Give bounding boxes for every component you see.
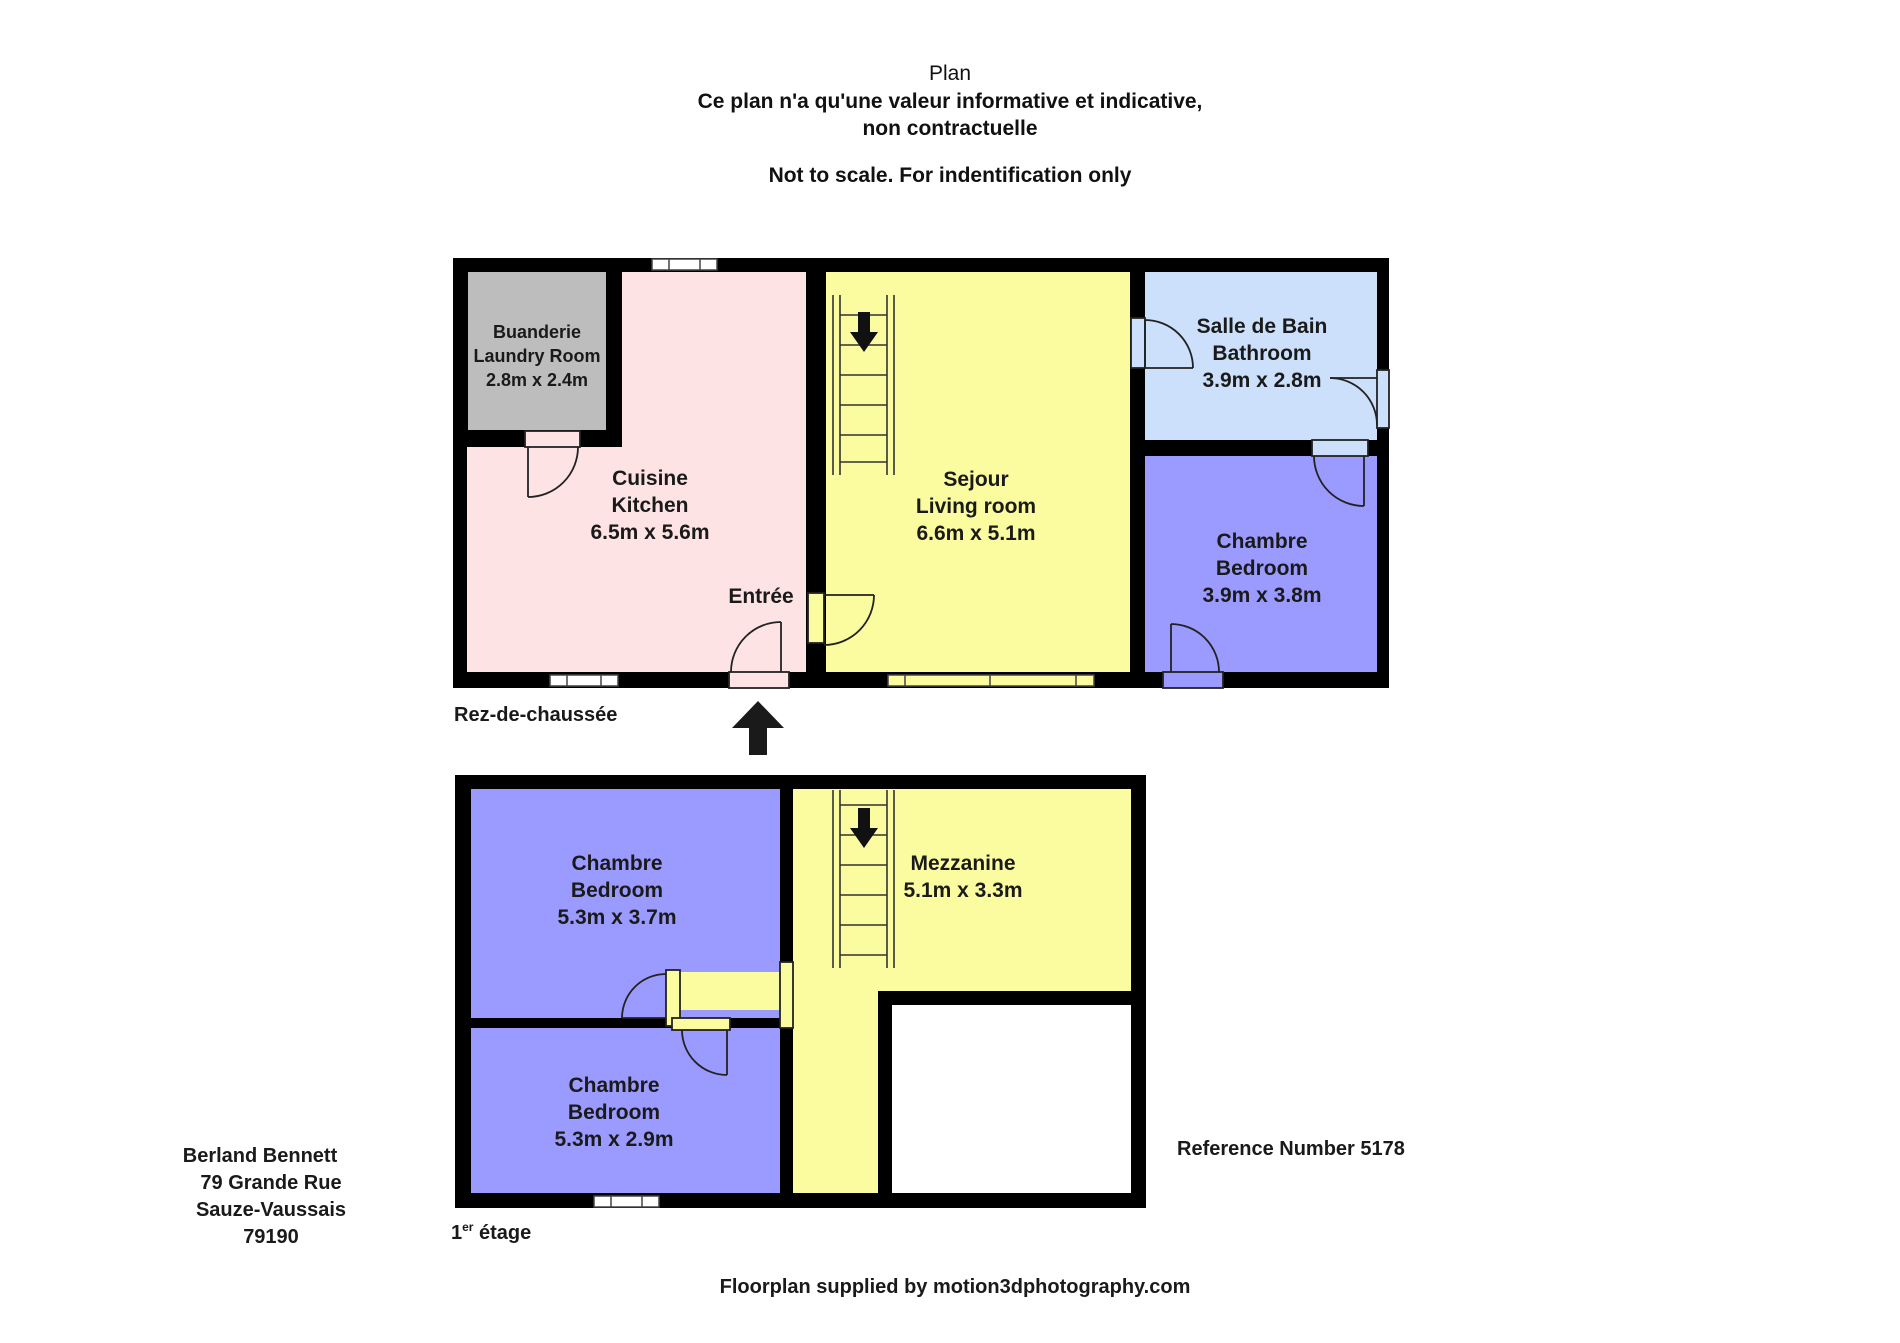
door-swing-icon (671, 1017, 731, 1076)
door-swing-icon (1311, 439, 1369, 507)
ground-floor-label: Rez-de-chaussée (454, 704, 617, 726)
disclaimer-fr-line-1: Ce plan n'a qu'une valeur informative et… (697, 90, 1203, 113)
ground-floor: Buanderie Laundry Room 2.8m x 2.4m Cuisi… (453, 258, 1390, 726)
door-swing-icon (524, 430, 581, 498)
room-bedroom-2 (471, 1028, 780, 1193)
plan-title: Plan (928, 62, 972, 85)
bedroom-ground-name-en: Bedroom (1216, 557, 1308, 580)
mezzanine-size: 5.1m x 3.3m (903, 879, 1022, 902)
agency-postcode: 79190 (243, 1226, 299, 1248)
door-swing-icon (1130, 317, 1194, 369)
stair-down-arrow-icon (850, 312, 878, 352)
bedroom-1-name-fr: Chambre (571, 852, 662, 875)
disclaimer-fr-line-2: non contractuelle (862, 117, 1038, 140)
laundry-name-fr: Buanderie (493, 322, 581, 342)
living-name-en: Living room (916, 495, 1036, 518)
staircase-icon (832, 790, 895, 968)
bedroom-ground-size: 3.9m x 3.8m (1202, 584, 1321, 607)
door-swing-icon (728, 621, 790, 689)
room-kitchen (467, 272, 806, 672)
kitchen-size: 6.5m x 5.6m (590, 521, 709, 544)
bedroom-2-name-en: Bedroom (568, 1101, 660, 1124)
window-icon (887, 674, 1095, 687)
footer-credit: Floorplan supplied by motion3dphotograph… (720, 1276, 1191, 1298)
disclaimer-en: Not to scale. For indentification only (768, 164, 1132, 187)
room-mezzanine (680, 789, 1131, 1193)
door-swing-icon (621, 969, 681, 1027)
entrance-arrow-icon (732, 701, 784, 755)
agency-town: Sauze-Vaussais (196, 1199, 346, 1221)
room-bathroom (1145, 272, 1377, 440)
laundry-name-en: Laundry Room (473, 346, 600, 366)
bathroom-name-fr: Salle de Bain (1197, 315, 1328, 338)
first-floor: Chambre Bedroom 5.3m x 3.7m Chambre Bedr… (451, 775, 1146, 1244)
door-swing-icon (807, 592, 875, 646)
bathroom-name-en: Bathroom (1212, 342, 1311, 365)
bedroom-2-size: 5.3m x 2.9m (554, 1128, 673, 1151)
mezzanine-name-fr: Mezzanine (910, 852, 1015, 875)
bathroom-size: 3.9m x 2.8m (1202, 369, 1321, 392)
kitchen-name-fr: Cuisine (612, 467, 688, 490)
kitchen-name-en: Kitchen (611, 494, 688, 517)
room-living (826, 272, 1130, 672)
window-icon (651, 258, 718, 271)
void-area (892, 1005, 1131, 1193)
agency-address: Berland Bennett 79 Grande Rue Sauze-Vaus… (183, 1145, 346, 1248)
agency-name: Berland Bennett (183, 1145, 338, 1167)
bedroom-2-name-fr: Chambre (568, 1074, 659, 1097)
entry-name-fr: Entrée (728, 585, 793, 608)
door-swing-icon (1329, 369, 1390, 429)
bedroom-1-size: 5.3m x 3.7m (557, 906, 676, 929)
room-bedroom-ground (1145, 456, 1377, 672)
living-name-fr: Sejour (943, 468, 1008, 491)
first-floor-label: 1er étage (451, 1220, 531, 1244)
agency-street: 79 Grande Rue (200, 1172, 341, 1194)
stair-down-arrow-icon (850, 808, 878, 848)
window-icon (593, 1195, 660, 1208)
living-size: 6.6m x 5.1m (916, 522, 1035, 545)
window-icon (549, 674, 619, 687)
bedroom-1-name-en: Bedroom (571, 879, 663, 902)
bedroom-ground-name-fr: Chambre (1216, 530, 1307, 553)
door-swing-icon (779, 961, 794, 1029)
door-swing-icon (1162, 623, 1224, 689)
room-laundry (468, 272, 606, 430)
laundry-size: 2.8m x 2.4m (486, 370, 588, 390)
reference-number: Reference Number 5178 (1177, 1138, 1405, 1160)
staircase-icon (832, 295, 895, 475)
